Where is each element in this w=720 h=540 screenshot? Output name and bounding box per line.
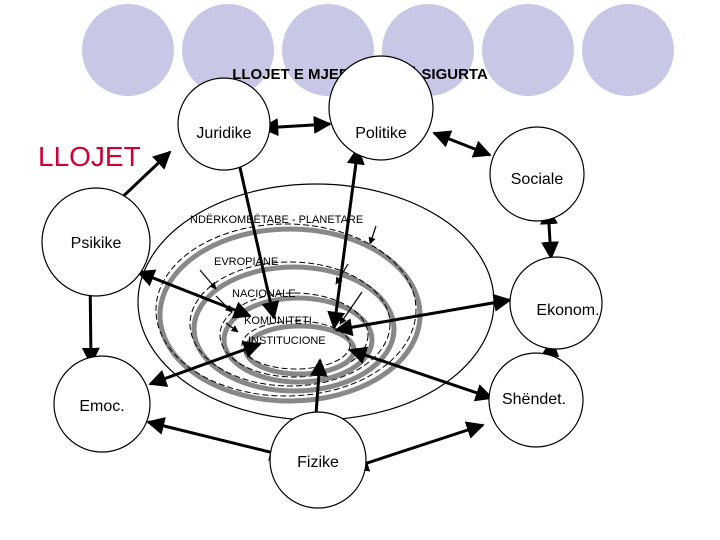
ring-institucione-shadow: [246, 326, 354, 374]
arrow-shendet-center: [350, 350, 492, 398]
arrow-ekonom-center: [336, 300, 510, 330]
node-label-fizike: Fizike: [297, 454, 339, 471]
node-label-politike: Politike: [355, 125, 407, 142]
decor-circle-1: [82, 4, 174, 96]
node-psikike: Psikike: [42, 188, 150, 296]
arrow-shendet-fizike: [352, 425, 483, 468]
node-ekonom: Ekonom.: [510, 257, 602, 349]
decor-circle-5: [482, 4, 574, 96]
node-shendet: Shëndet.: [489, 353, 583, 447]
inner-arrow-1: [200, 270, 216, 289]
node-emoc: Emoc.: [54, 356, 150, 452]
ring-label-nacionale: NACIONALE: [232, 288, 296, 300]
arrow-fizike-center: [316, 360, 320, 414]
node-label-psikike: Psikike: [71, 235, 122, 252]
node-fizike: Fizike: [270, 412, 366, 508]
node-label-juridike: Juridike: [196, 125, 251, 142]
ring-label-evropiane: EVROPIANE: [214, 256, 278, 268]
node-politike: Politike: [329, 56, 433, 160]
node-label-ekonom: Ekonom.: [536, 302, 599, 319]
arrow-emoc-fizike: [148, 422, 286, 456]
arrow-juridike-politike: [262, 124, 330, 128]
decor-circle-6: [582, 4, 674, 96]
node-label-sociale: Sociale: [511, 171, 564, 188]
inner-arrow-6: [370, 226, 376, 244]
ring-label-nderkombetare: NDËRKOMBËTABE - PLANETARE: [190, 214, 363, 226]
arrow-politike-sociale: [434, 133, 490, 155]
node-juridike: Juridike: [178, 78, 270, 170]
node-label-shendet: Shëndet.: [502, 391, 566, 408]
side-label: LLOJET: [38, 141, 141, 172]
node-sociale: Sociale: [490, 127, 584, 221]
node-label-emoc: Emoc.: [79, 398, 124, 415]
ring-label-komuniteti: KOMUNITETI: [244, 315, 312, 327]
